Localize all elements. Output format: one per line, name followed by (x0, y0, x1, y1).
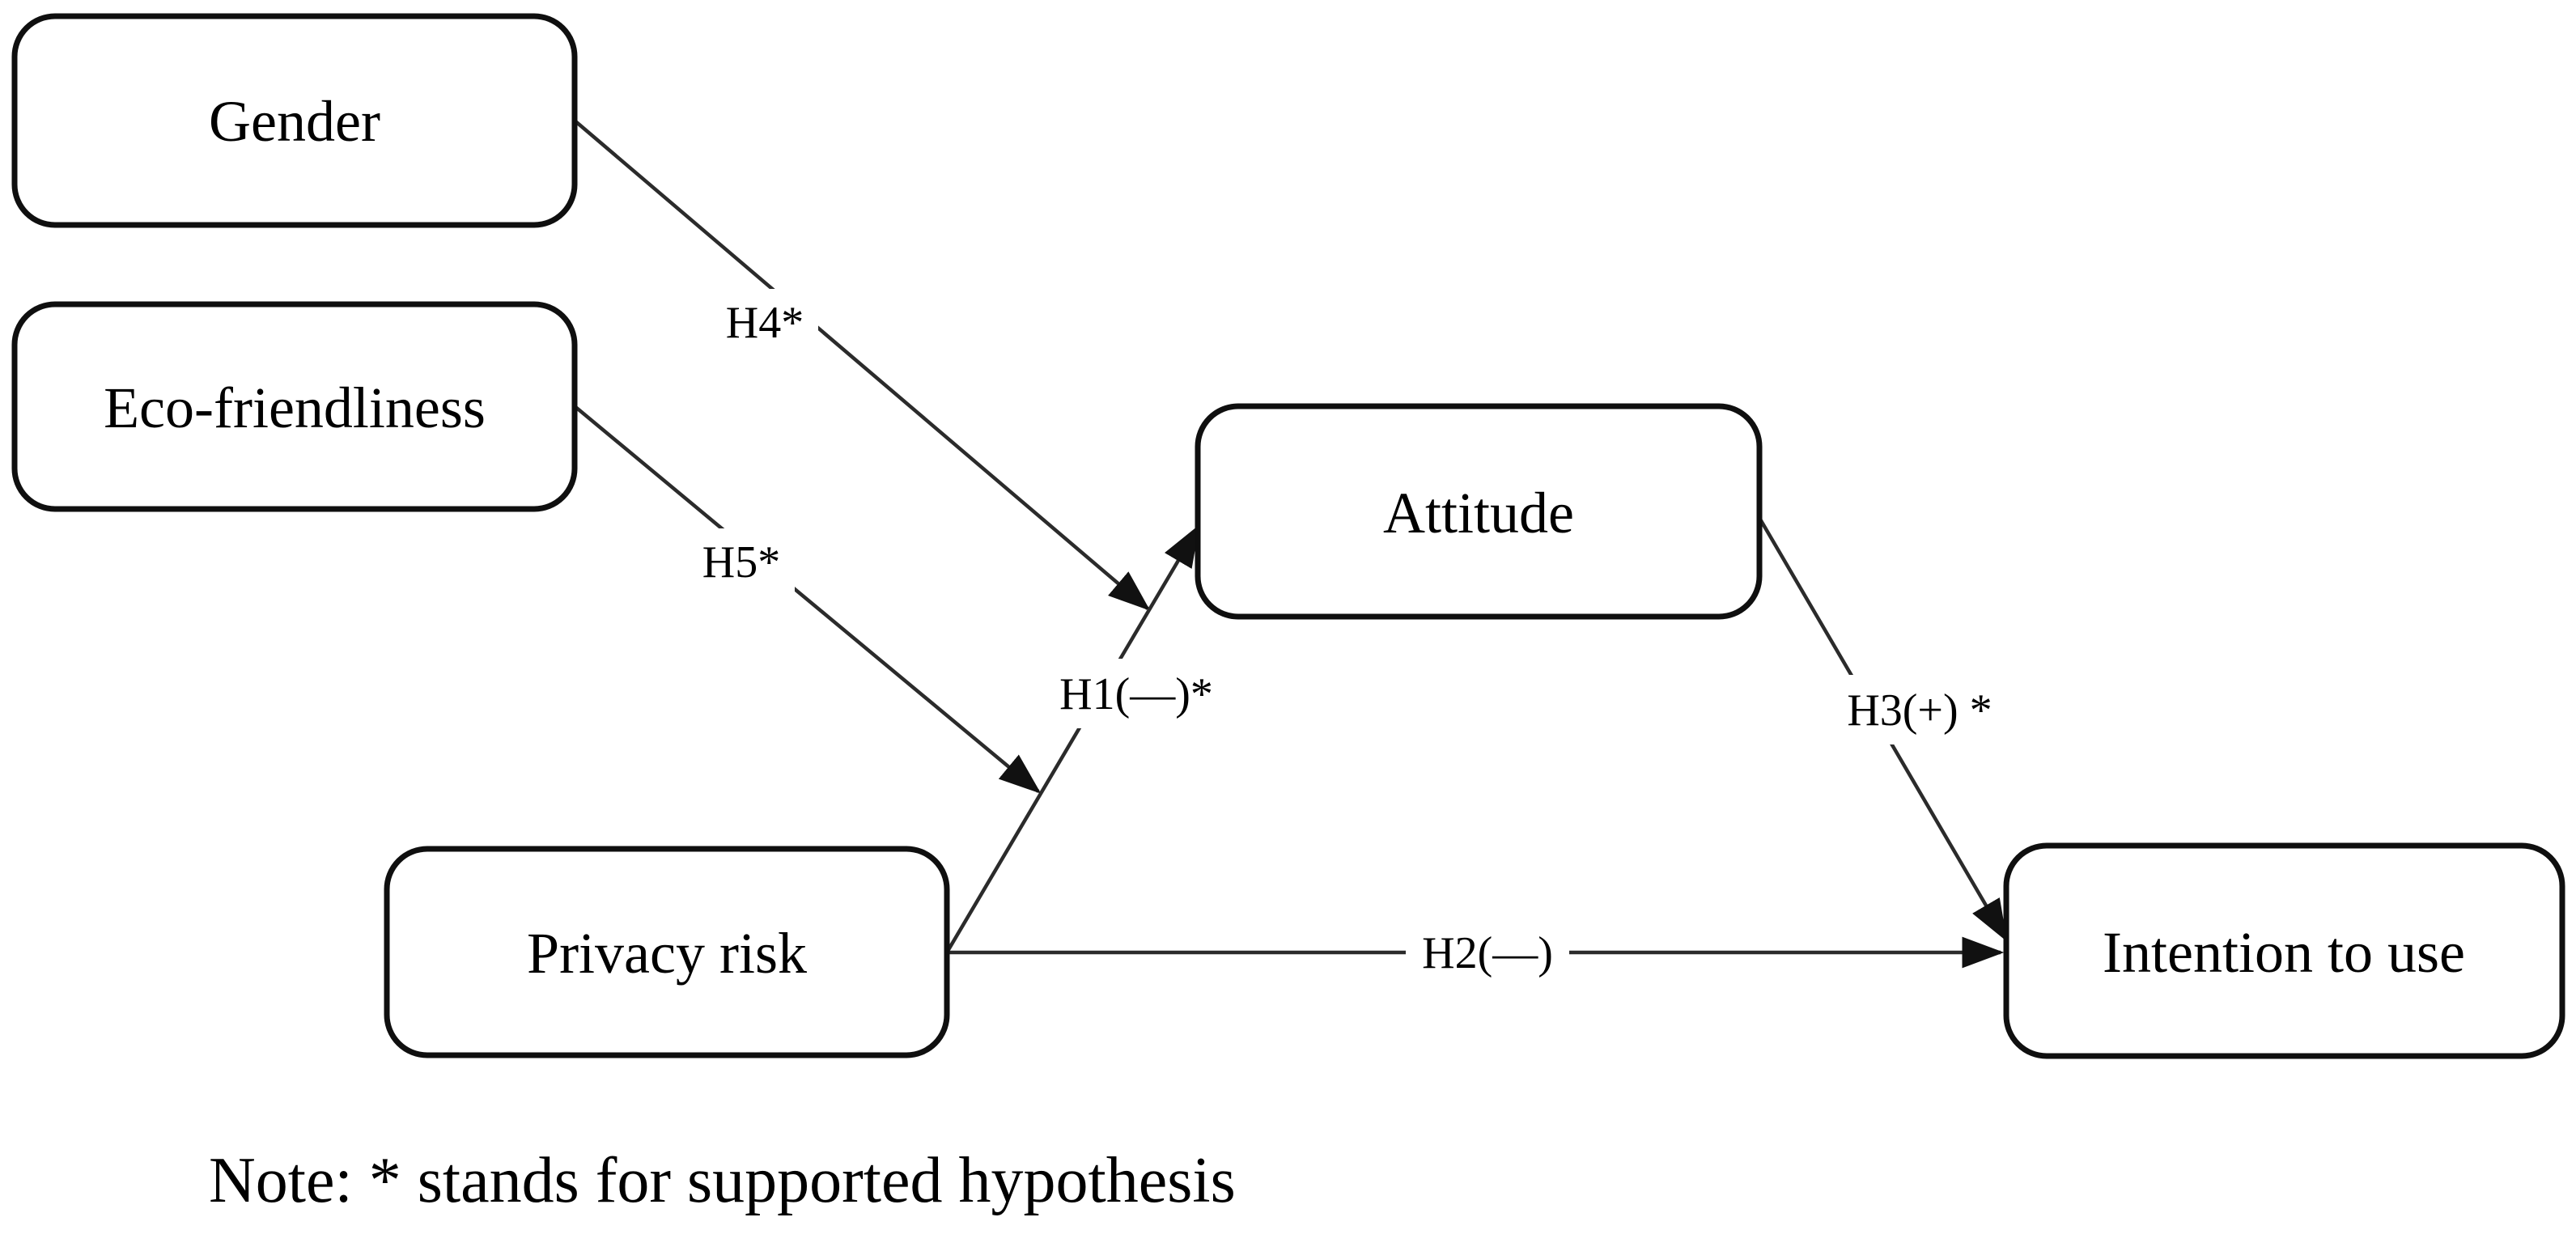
node-privacy-risk-label: Privacy risk (527, 921, 807, 986)
edge-label-h5-bg (688, 528, 795, 595)
edge-label-h2-bg (1406, 918, 1569, 987)
edge-label-h5: H5* (688, 528, 795, 595)
edge-label-h3-bg (1840, 675, 1999, 744)
node-intention-to-use-box (2003, 842, 2565, 1059)
edge-h1-line (945, 524, 1200, 954)
edge-label-layer: H4* H5* H1(—)* H2(—) H3(+) * (688, 289, 1999, 987)
edge-label-h1-bg (1050, 659, 1222, 728)
node-attitude-box (1195, 403, 1763, 620)
node-gender-box (11, 13, 578, 228)
edge-label-h2: H2(—) (1406, 918, 1569, 987)
node-gender: Gender (11, 13, 578, 228)
node-eco-friendliness-label: Eco-friendliness (104, 375, 486, 440)
edge-h4-line (573, 119, 1151, 611)
node-gender-label: Gender (209, 89, 380, 154)
node-privacy-risk-box (384, 846, 950, 1058)
node-layer: Gender Eco-friendliness Privacy risk Att… (11, 13, 2565, 1059)
node-attitude: Attitude (1195, 403, 1763, 620)
node-eco-friendliness: Eco-friendliness (11, 301, 578, 512)
edge-label-h3: H3(+) * (1840, 675, 1999, 744)
node-intention-to-use: Intention to use (2003, 842, 2565, 1059)
edge-label-h1: H1(—)* (1050, 659, 1222, 728)
edge-label-h5-text: H5* (702, 537, 780, 587)
edge-label-h1-text: H1(—)* (1059, 669, 1213, 719)
edge-label-h2-text: H2(—) (1422, 928, 1553, 978)
node-eco-friendliness-box (11, 301, 578, 512)
edge-label-h3-text: H3(+) * (1847, 685, 1992, 736)
edge-label-h4: H4* (711, 289, 818, 355)
node-intention-to-use-label: Intention to use (2103, 920, 2465, 985)
node-privacy-risk: Privacy risk (384, 846, 950, 1058)
edge-h5-line (573, 405, 1042, 794)
edge-label-h4-bg (711, 289, 818, 355)
edge-label-h4-text: H4* (726, 298, 804, 348)
node-attitude-label: Attitude (1383, 481, 1574, 545)
figure-note: Note: * stands for supported hypothesis (209, 1145, 1236, 1216)
